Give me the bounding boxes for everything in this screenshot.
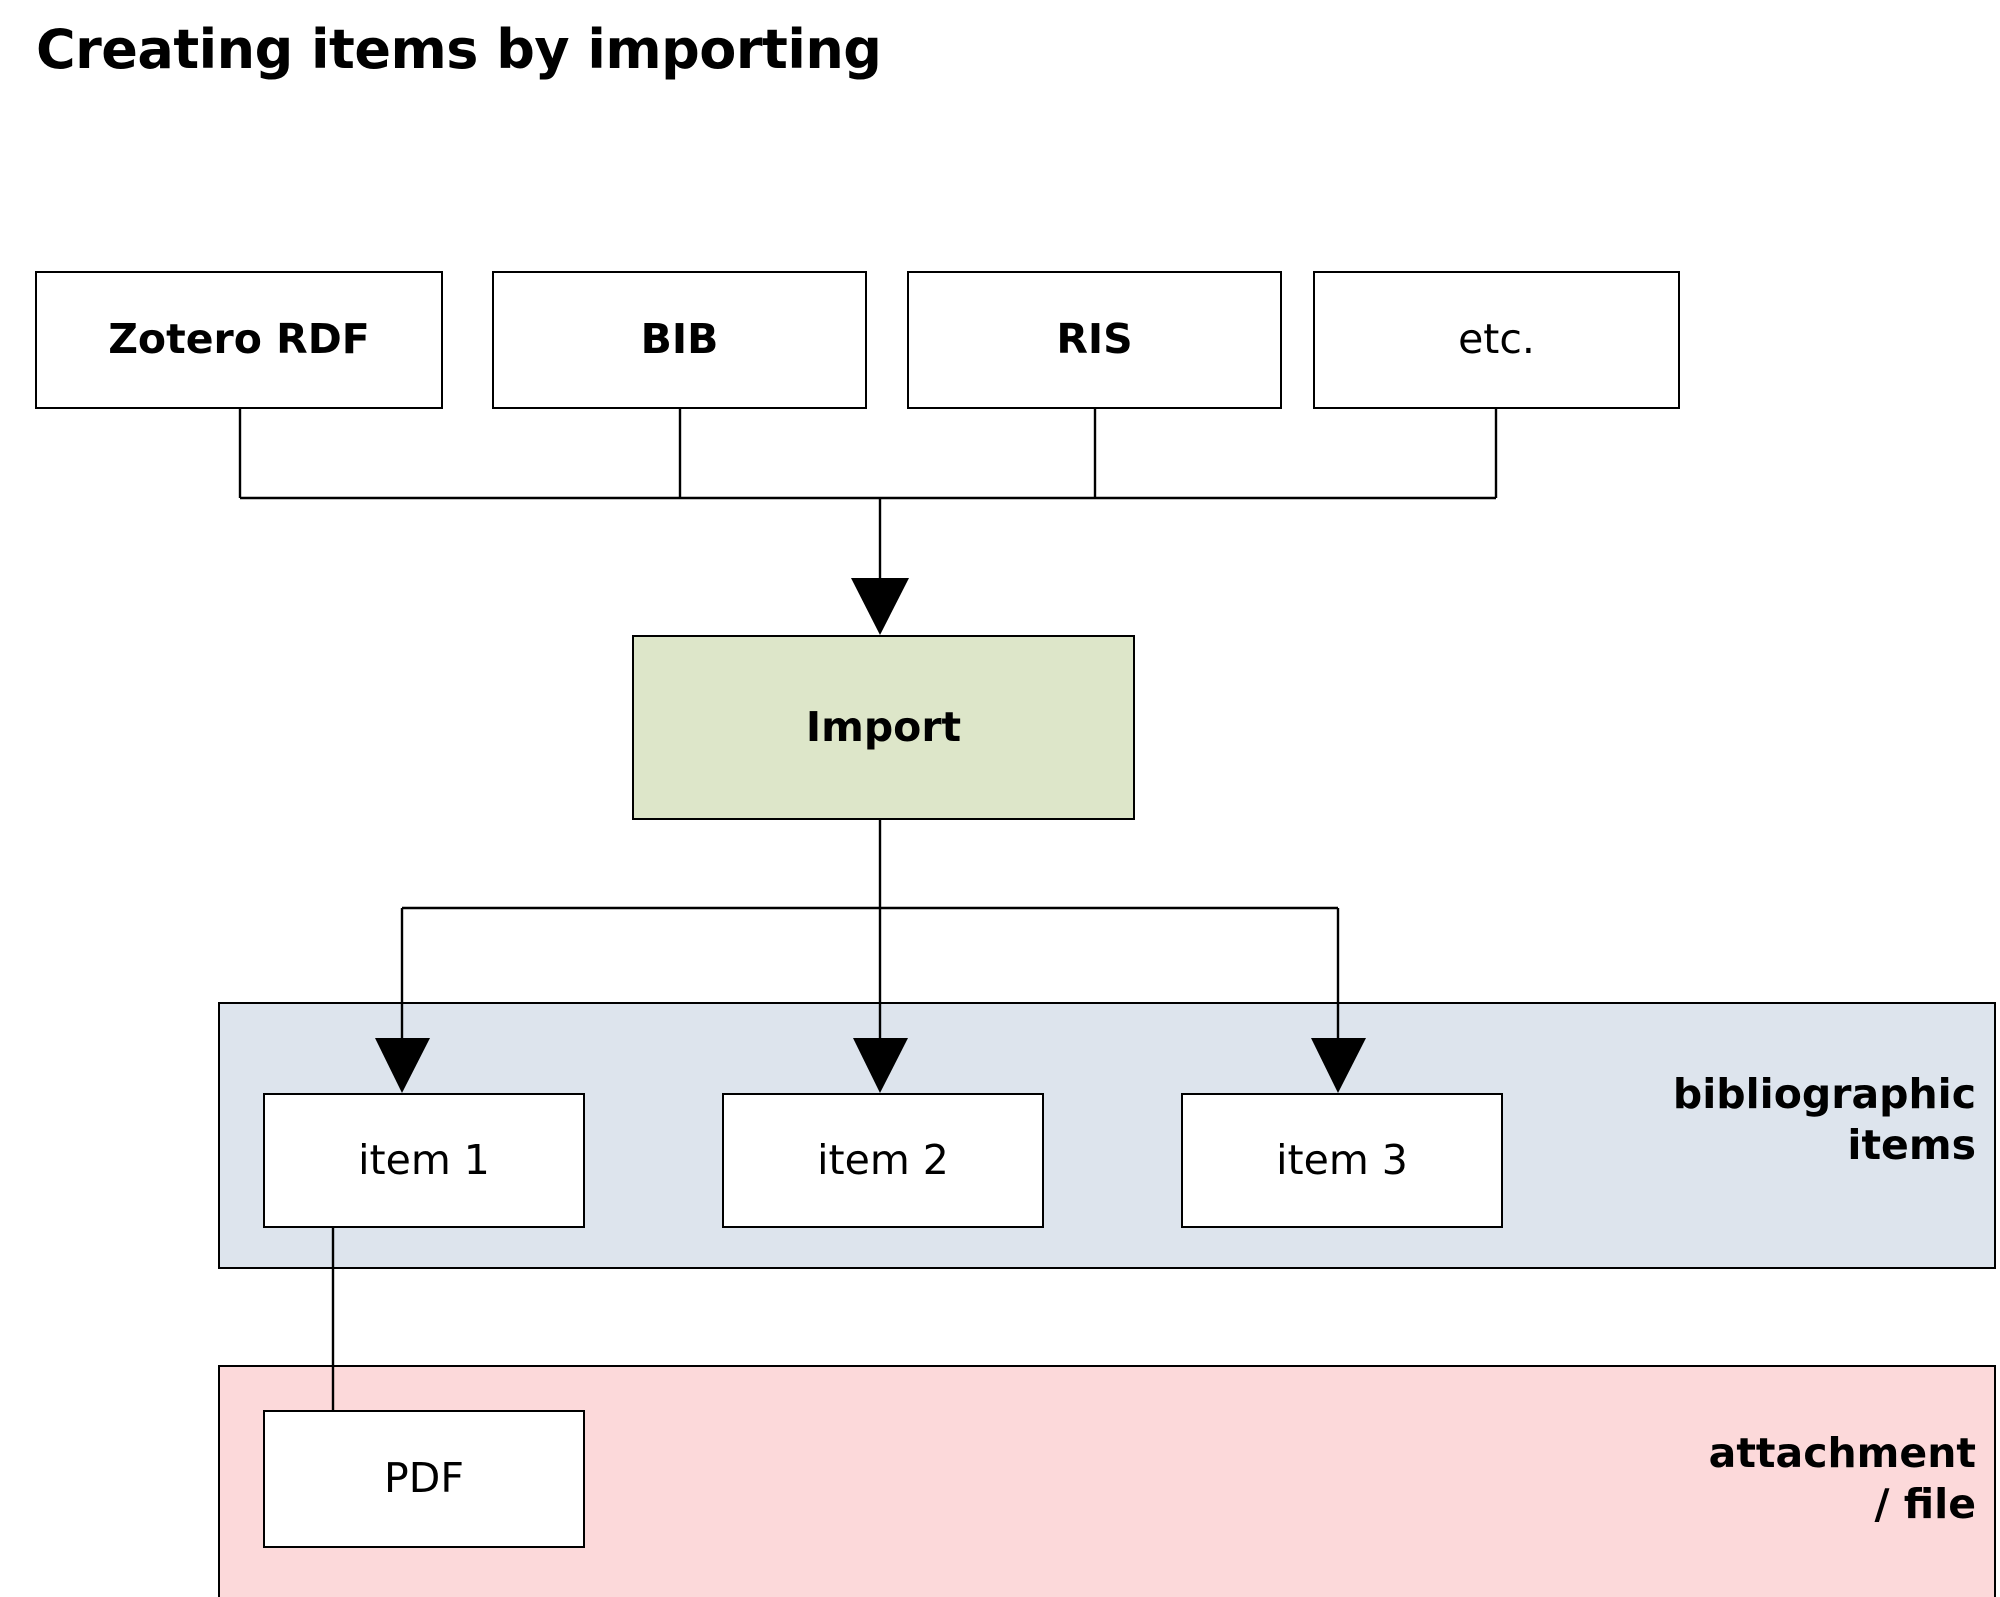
zone-attachment-file-label: attachment / file (1708, 1429, 1976, 1529)
node-ris[interactable]: RIS (907, 271, 1282, 409)
node-item-2[interactable]: item 2 (722, 1093, 1044, 1228)
node-ris-label: RIS (1056, 315, 1133, 364)
node-item-3[interactable]: item 3 (1181, 1093, 1503, 1228)
node-item-2-label: item 2 (817, 1135, 949, 1184)
node-import-label: Import (805, 702, 962, 751)
node-zotero-rdf[interactable]: Zotero RDF (35, 271, 443, 409)
node-etc-label: etc. (1458, 315, 1535, 364)
zone-bibliographic-items-label: bibliographic items (1672, 1070, 1976, 1170)
node-pdf-label: PDF (384, 1454, 464, 1503)
node-zotero-rdf-label: Zotero RDF (108, 315, 370, 364)
page-title: Creating items by importing (36, 18, 882, 81)
node-item-1-label: item 1 (358, 1135, 490, 1184)
arrowhead-into-import (851, 578, 909, 635)
node-bib-label: BIB (640, 315, 719, 364)
node-pdf[interactable]: PDF (263, 1410, 585, 1548)
node-item-1[interactable]: item 1 (263, 1093, 585, 1228)
node-import[interactable]: Import (632, 635, 1135, 820)
node-etc[interactable]: etc. (1313, 271, 1680, 409)
node-bib[interactable]: BIB (492, 271, 867, 409)
node-item-3-label: item 3 (1276, 1135, 1408, 1184)
